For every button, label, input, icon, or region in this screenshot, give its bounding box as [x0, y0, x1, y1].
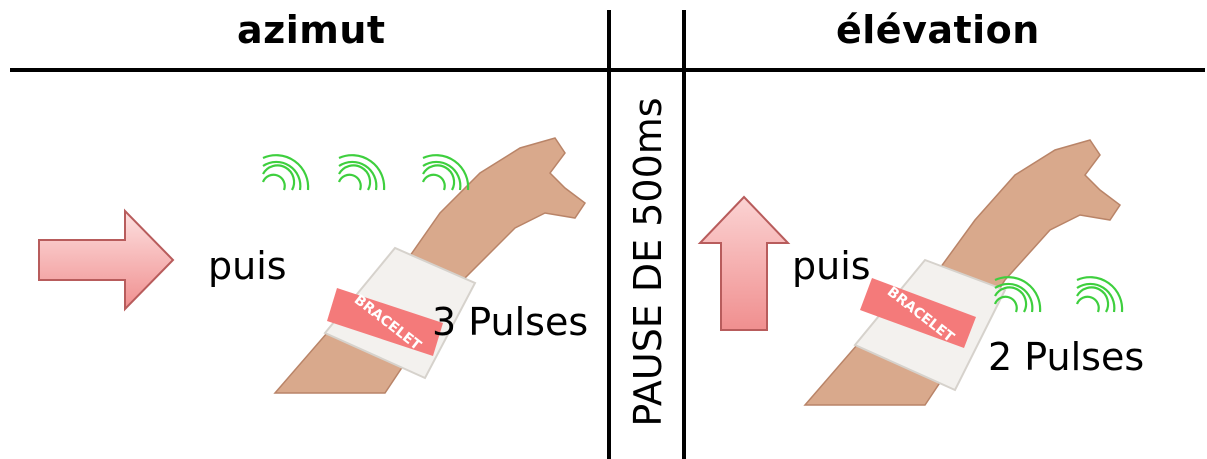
elevation-heading: élévation — [836, 8, 1040, 52]
pulse-icon — [421, 154, 470, 191]
pulse-icon — [337, 154, 386, 191]
pause-label: PAUSE DE 500ms — [626, 97, 670, 427]
then-label-right: puis — [792, 244, 871, 288]
pulse-count-right: 2 Pulses — [988, 335, 1145, 379]
wrist-illustration-right: BRACELET — [803, 139, 1122, 406]
right-arrow-icon — [38, 208, 175, 312]
pulse-icon — [261, 154, 310, 191]
pulse-icon — [993, 276, 1042, 313]
azimuth-heading: azimut — [237, 8, 386, 52]
pulse-count-left: 3 Pulses — [432, 300, 589, 344]
column-divider-right — [682, 10, 686, 459]
wrist-illustration-left: BRACELET — [273, 137, 587, 394]
up-arrow-icon — [697, 195, 791, 331]
column-divider-left — [607, 10, 611, 459]
pulse-icon — [1075, 276, 1124, 313]
then-label-left: puis — [208, 244, 287, 288]
